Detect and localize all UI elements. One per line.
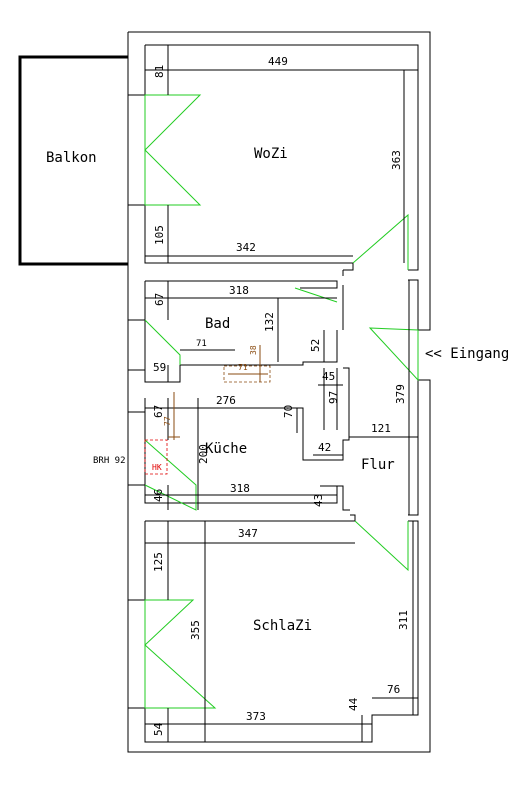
dim-kueche-67: 67 [152,405,165,418]
bad-door-swing [294,287,338,303]
dim-schlazi-311: 311 [397,610,410,630]
dim-flur-97: 97 [327,391,340,404]
dim-kueche-width: 276 [216,394,236,407]
dim-bad-59: 59 [153,361,166,374]
dimension-lines [145,45,418,742]
dim-bad-height: 132 [263,312,276,332]
wozi-window-swing [144,94,202,206]
outer-walls [127,31,431,753]
dim-bad-right: 52 [309,339,322,352]
dim-bad-left: 67 [153,293,166,306]
kueche-window-swing [144,439,197,511]
schlazi-walls [144,514,419,743]
room-label-bad: Bad [205,316,230,332]
dim-flur-42: 42 [318,441,331,454]
dimension-labels: 449 81 363 105 342 318 67 132 52 71 38 7… [152,55,410,736]
flur-door-swing [368,327,419,382]
dim-schlazi-54: 54 [152,722,165,736]
heater-label: HK [152,463,162,472]
dim-wozi-bottom-left: 105 [153,225,166,245]
dim-bad-71: 71 [196,339,207,349]
schlazi-door-swing [354,520,409,572]
dim-wozi-bottom-width: 342 [236,241,256,254]
door-swings [144,94,419,709]
dim-kueche-46: 46 [152,489,165,502]
entrance-label: << Eingang [425,346,509,362]
left-windows [128,94,145,709]
dim-wozi-width: 449 [268,55,288,68]
balcony-outline [18,55,128,266]
dim-kueche-200: 200 [197,444,210,464]
dim-kueche-70: 70 [282,405,295,418]
bad-walls [144,280,344,383]
dim-flur-379: 379 [394,384,407,404]
bad-window-swing [144,319,181,365]
wozi-door-swing [352,213,409,270]
room-label-schlazi: SchlaZi [253,618,312,634]
dim-schlazi-355: 355 [189,620,202,640]
dim-schlazi-width: 347 [238,527,258,540]
schlazi-window-swing [144,599,217,709]
bad-brown-dimensions [168,345,271,440]
heater-marker [144,439,168,475]
dim-kueche-77: 77 [163,416,172,426]
dim-bad-width: 318 [229,284,249,297]
dim-kueche-bottom: 318 [230,482,250,495]
dim-bad-71-brown: 71 [238,363,248,372]
dim-schlazi-bottom: 373 [246,710,266,723]
dim-schlazi-125: 125 [152,552,165,572]
dim-schlazi-76: 76 [387,683,400,696]
dim-flur-121: 121 [371,422,391,435]
room-label-flur: Flur [361,457,395,473]
kitchen-note: BRH 92 [93,456,126,466]
room-label-balkon: Balkon [46,150,97,166]
dim-kueche-43: 43 [312,494,325,507]
dim-flur-45: 45 [322,370,335,383]
dim-wozi-top: 81 [153,65,166,78]
dim-bad-38: 38 [249,345,258,355]
dim-schlazi-44: 44 [347,697,360,711]
room-label-wozi: WoZi [254,146,288,162]
dim-wozi-height: 363 [390,150,403,170]
flur-walls [145,279,419,516]
room-label-kueche: Küche [205,441,247,457]
